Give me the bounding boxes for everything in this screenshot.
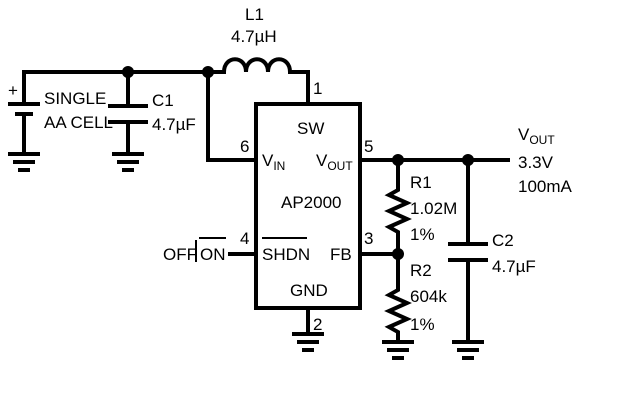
- ic-pin-sw: SW: [297, 119, 324, 138]
- inductor-value: 4.7µH: [231, 27, 277, 46]
- r2-ground: [382, 340, 414, 360]
- battery-label-line2: AA CELL: [44, 113, 113, 132]
- r2-ref: R2: [410, 261, 432, 280]
- output-current: 100mA: [518, 177, 573, 196]
- ic-pin-gnd: GND: [290, 281, 328, 300]
- output-voltage: 3.3V: [518, 153, 554, 172]
- battery-label-line1: SINGLE: [44, 89, 106, 108]
- output-name: VOUT: [518, 125, 555, 147]
- r2-value: 604k: [410, 287, 447, 306]
- output-rail: [358, 154, 510, 166]
- ic-body: [254, 102, 362, 310]
- r2-tolerance: 1%: [410, 315, 435, 334]
- shdn-on-label: ON: [200, 245, 226, 264]
- c1-ref: C1: [152, 91, 174, 110]
- ic-pin-fb: FB: [330, 245, 352, 264]
- r1-value: 1.02M: [410, 199, 457, 218]
- pin-number-3: 3: [364, 229, 373, 248]
- pin-number-1: 1: [313, 79, 322, 98]
- inductor-ref: L1: [245, 5, 264, 24]
- shdn-off-label: OFF: [163, 245, 197, 264]
- pin-number-6: 6: [240, 137, 249, 156]
- r1-tolerance: 1%: [410, 225, 435, 244]
- battery-plus: +: [8, 81, 18, 100]
- capacitor-c1: [108, 70, 148, 172]
- c2-ref: C2: [492, 231, 514, 250]
- resistor-r1: [384, 158, 412, 256]
- ic-pin-vout: VOUT: [316, 151, 353, 173]
- ic-part-name: AP2000: [281, 193, 342, 212]
- ic-ground: [292, 306, 324, 352]
- pin-number-5: 5: [364, 137, 373, 156]
- inductor-l1: [221, 57, 293, 75]
- battery-symbol: [8, 70, 40, 172]
- ic-pin-shdn: SHDN: [262, 245, 310, 264]
- input-rail: [22, 66, 310, 162]
- c1-value: 4.7µF: [152, 115, 196, 134]
- pin-number-2: 2: [313, 315, 322, 334]
- capacitor-c2: [448, 158, 488, 360]
- ic-pin-vin: VIN: [262, 151, 285, 173]
- pin-number-4: 4: [240, 229, 249, 248]
- resistor-r2: [384, 252, 412, 342]
- c2-value: 4.7µF: [492, 257, 536, 276]
- r1-ref: R1: [410, 173, 432, 192]
